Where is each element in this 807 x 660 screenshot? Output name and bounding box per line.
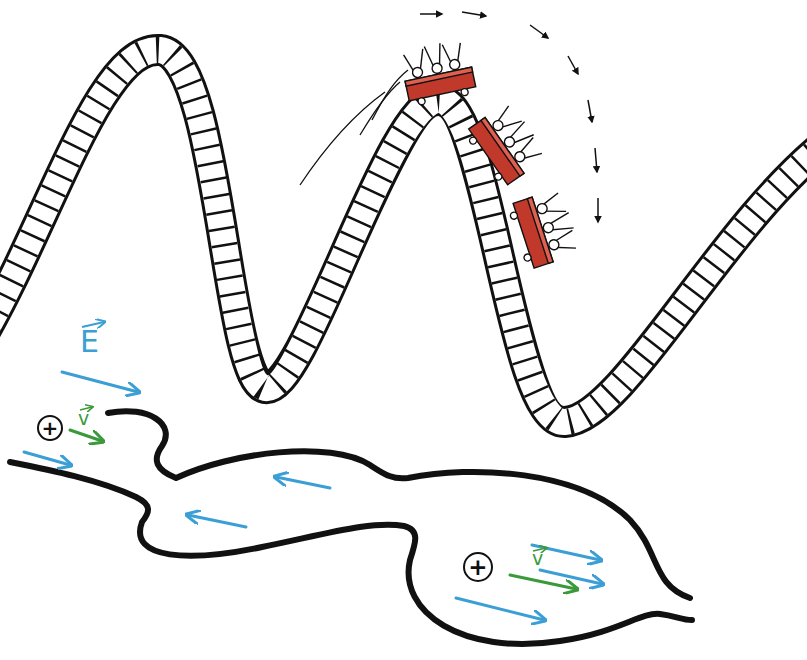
velocity-arrows [70, 430, 576, 589]
field-symbol: E [80, 327, 99, 357]
charge-circle: + [37, 415, 63, 441]
charge-circle: + [463, 552, 493, 582]
vector-accent [80, 407, 546, 551]
coaster-track [0, 50, 807, 422]
channel-walls [10, 411, 692, 644]
velocity-symbol: v [78, 409, 89, 428]
field-arrows [24, 372, 602, 620]
charge-sign: + [468, 556, 487, 579]
velocity-symbol: v [532, 549, 543, 568]
speed-lines [300, 70, 408, 185]
coaster-cars [399, 38, 582, 270]
charge-sign: + [42, 418, 59, 438]
motion-arrows [420, 12, 598, 222]
